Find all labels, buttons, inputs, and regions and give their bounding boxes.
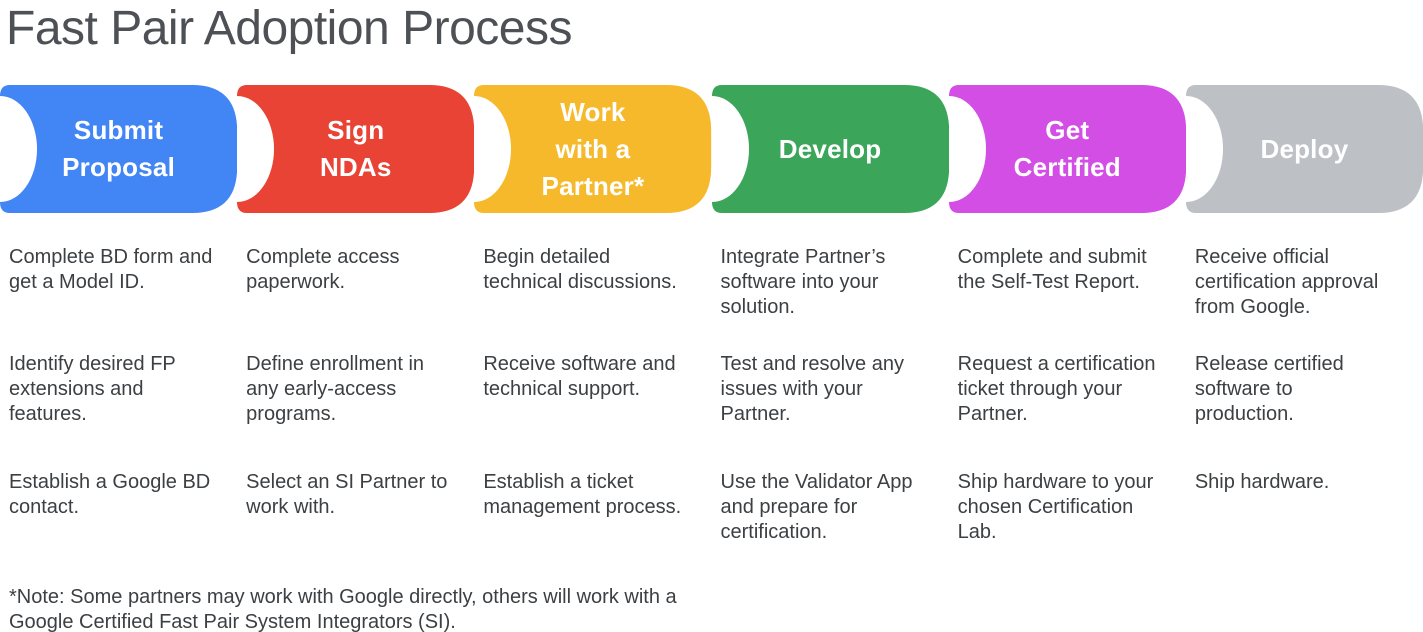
step-detail: Receive official certification approval …: [1194, 246, 1379, 318]
step-detail: Begin detailed technical discussions.: [483, 246, 677, 293]
pill-shape: [0, 85, 238, 213]
step-detail: Ship hardware.: [1194, 471, 1330, 493]
step-detail: Request a certification ticket through y…: [957, 353, 1156, 425]
step-detail: Release certified software to production…: [1194, 353, 1344, 425]
step-pill-submit-proposal: Submit Proposal: [0, 85, 238, 213]
step-pill-get-certified: Get Certified: [948, 85, 1186, 213]
step-pill-develop: Develop: [711, 85, 949, 213]
step-detail: Integrate Partner’s software into your s…: [720, 246, 886, 318]
step-detail: Ship hardware to your chosen Certificati…: [957, 471, 1154, 543]
pill-shape: [237, 85, 475, 213]
pill-shape: [948, 85, 1186, 213]
step-detail: Complete BD form and get a Model ID.: [9, 246, 213, 293]
step-detail: Use the Validator App and prepare for ce…: [720, 471, 913, 543]
step-detail: Select an SI Partner to work with.: [246, 471, 448, 518]
step-detail: Define enrollment in any early-access pr…: [246, 353, 425, 425]
process-strip: Submit Proposal Sign NDAs Work with a Pa…: [0, 85, 1423, 213]
step-detail: Receive software and technical support.: [483, 353, 676, 400]
pill-shape: [1185, 85, 1423, 213]
step-detail: Identify desired FP extensions and featu…: [9, 353, 176, 425]
step-detail: Complete access paperwork.: [246, 246, 400, 293]
step-detail: Test and resolve any issues with your Pa…: [720, 353, 904, 425]
pill-shape: [711, 85, 949, 213]
step-pill-sign-ndas: Sign NDAs: [237, 85, 475, 213]
step-detail: Establish a Google BD contact.: [9, 471, 211, 518]
step-details-grid: Complete BD form and get a Model ID. Com…: [0, 245, 1423, 585]
step-detail: Complete and submit the Self-Test Report…: [957, 246, 1147, 293]
page-title: Fast Pair Adoption Process: [6, 2, 572, 55]
step-detail: Establish a ticket management process.: [483, 471, 682, 518]
step-pill-deploy: Deploy: [1185, 85, 1423, 213]
pill-shape: [474, 85, 712, 213]
step-pill-work-with-partner: Work with a Partner*: [474, 85, 712, 213]
footnote: *Note: Some partners may work with Googl…: [9, 586, 677, 632]
